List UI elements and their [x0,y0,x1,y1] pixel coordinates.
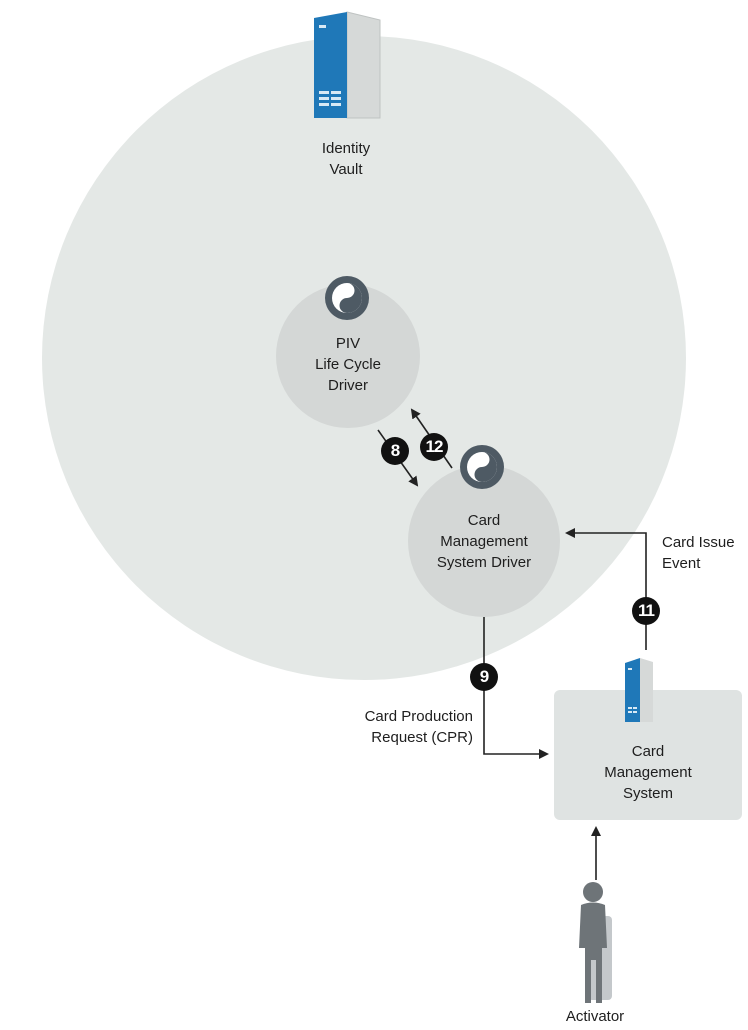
piv-driver-icon [325,276,369,320]
step-badge-9: 9 [470,663,498,691]
activator-person-icon [579,882,612,1003]
arrow-step-9 [483,617,549,759]
cms-box [554,690,742,820]
piv-driver-circle [276,284,420,428]
piv-driver-label-line: Driver [328,377,368,394]
cms-label: Card Management System [583,741,713,804]
step-badge-8: 8 [381,437,409,465]
cms-driver-label-line: Management [440,533,528,550]
identity-vault-server-icon [314,11,381,119]
cms-driver-label-line: System Driver [436,554,532,571]
cpr-label-line: Card Production [364,708,473,725]
cms-label-line: Card [631,743,665,760]
cms-driver-label: Card Management System Driver [414,510,554,573]
identity-vault-label: Identity Vault [301,138,391,180]
identity-vault-label-line: Vault [329,161,363,178]
piv-driver-label: PIV Life Cycle Driver [288,333,408,396]
step-badge-12: 12 [420,433,448,461]
piv-driver-label-line: Life Cycle [315,356,381,373]
card-issue-event-label-line: Event [662,555,701,572]
cms-label-line: System [622,785,673,802]
cms-driver-circle [408,465,560,617]
cms-label-line: Management [604,764,692,781]
cms-driver-label-line: Card [467,512,501,529]
identity-vault-label-line: Identity [321,140,371,157]
cpr-label: Card Production Request (CPR) [338,706,473,748]
cms-server-icon [625,658,653,722]
activator-label: Activator [565,1008,625,1025]
piv-driver-label-line: PIV [335,335,361,352]
card-issue-event-label-line: Card Issue [662,534,735,551]
card-issue-event-label: Card Issue Event [662,532,744,574]
cms-driver-icon [460,445,504,489]
cpr-label-line: Request (CPR) [371,729,473,746]
step-badge-11: 11 [632,597,660,625]
